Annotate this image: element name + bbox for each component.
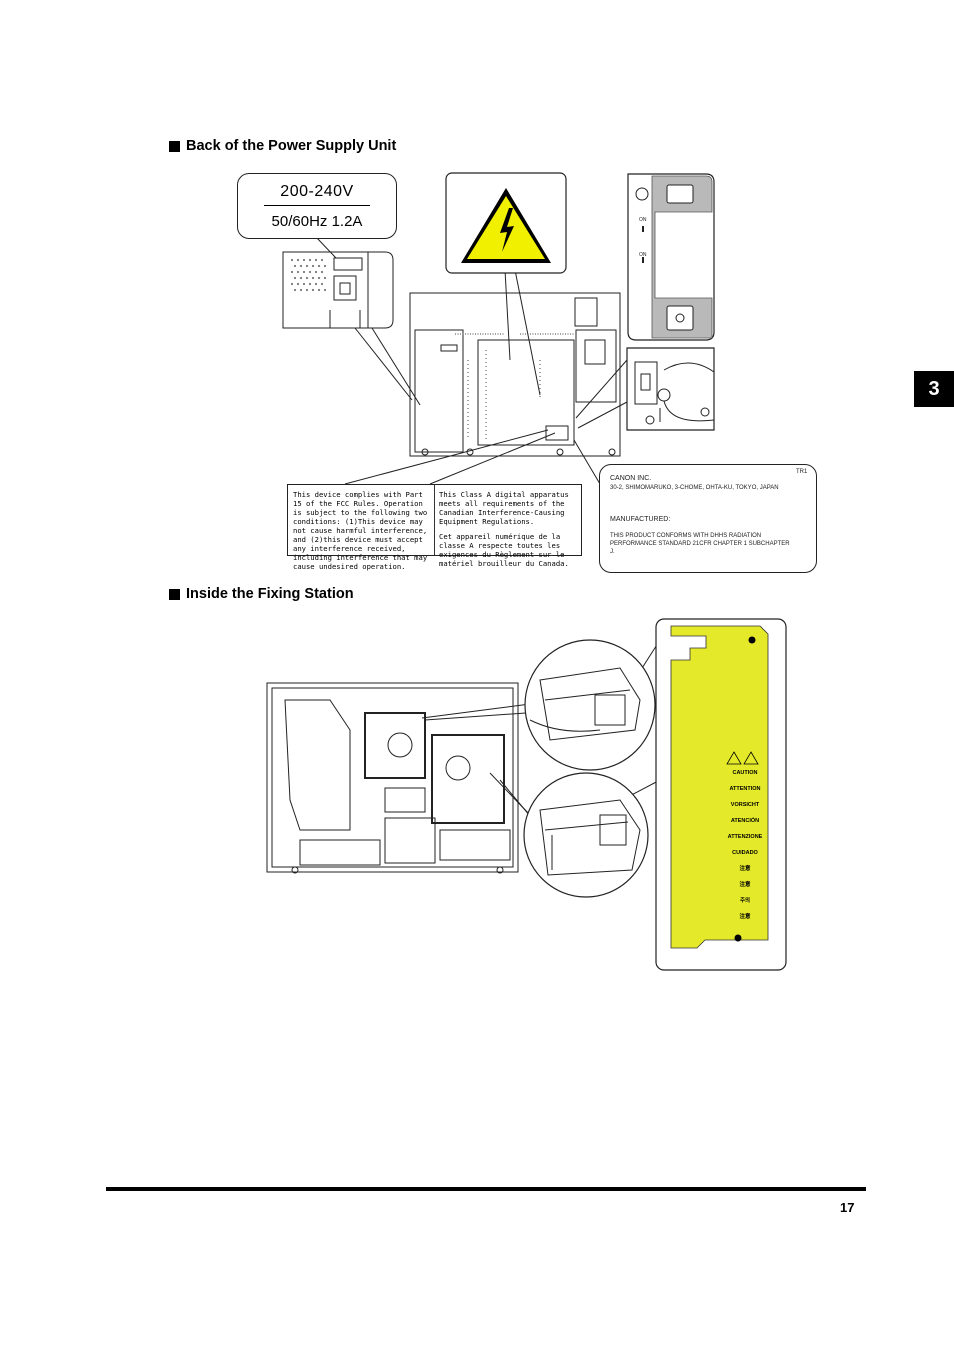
unit-foot (556, 448, 564, 456)
caution-word: CUIDADO (732, 850, 758, 856)
switch-inset (282, 251, 394, 329)
caution-word: ATTENZIONE (727, 834, 763, 840)
lightning-bolt-icon (500, 208, 514, 252)
page-number: 17 (840, 1200, 855, 1215)
caution-word: VORSICHT (730, 802, 760, 808)
unit-vent (584, 339, 606, 365)
unit-center-panel (477, 339, 575, 446)
unit-vent-pattern (455, 333, 575, 440)
label-code: TR1 (796, 469, 808, 475)
hot-surface-icon (743, 751, 759, 765)
breaker-switch (640, 373, 651, 391)
unit-handle (574, 297, 598, 327)
light-switch (666, 305, 694, 331)
company-address: 30-2, SHIMOMARUKO, 3-CHOME, OHTA-KU, TOK… (610, 485, 779, 491)
fcc-left-text: This device complies with Part 15 of the… (293, 490, 428, 571)
section-heading-fixing-station: Inside the Fixing Station (169, 586, 354, 602)
fixing-zoom-inset-2 (523, 772, 649, 898)
heading-text: Inside the Fixing Station (186, 586, 354, 602)
chapter-tab: 3 (914, 371, 954, 407)
voltage-plate (333, 257, 363, 271)
caution-word: ATTENTION (729, 786, 761, 792)
lamp-icon (675, 313, 685, 323)
caution-word: 주의 (739, 898, 751, 904)
voltage-rating-label: 200-240V 50/60Hz 1.2A (237, 173, 397, 239)
power-switch-rocker (339, 282, 351, 295)
power-unit-outline (409, 292, 621, 457)
caution-word: 注意 (739, 882, 751, 888)
unit-slot (440, 344, 458, 352)
fcc-canada-en-text: This Class A digital apparatus meets all… (439, 490, 569, 526)
unit-right-panel (575, 329, 617, 403)
fixing-knob-2 (445, 755, 471, 781)
interior-left-assembly (284, 699, 351, 831)
caution-word: ATENCIÓN (730, 818, 760, 824)
conformity-statement: THIS PRODUCT CONFORMS WITH DHHS RADIATIO… (610, 533, 790, 555)
unit-socket (545, 425, 569, 441)
speaker-grille (290, 258, 327, 292)
power-switch (333, 275, 357, 301)
fixing-unit-drawing-2 (539, 799, 641, 876)
unit-foot (421, 448, 429, 456)
caution-word: 注意 (739, 914, 751, 920)
footer-rule (106, 1187, 866, 1191)
unit-foot (608, 448, 616, 456)
interior-lower-panel (384, 787, 426, 813)
caution-words-list: CAUTION ATTENTION VORSICHT ATENCIÓN ATTE… (715, 752, 775, 930)
caution-triangle-icon (726, 751, 742, 765)
fcc-canada-fr-text: Cet appareil numérique de la classe A re… (439, 532, 569, 568)
voltage-divider (264, 205, 370, 206)
breaker-housing (634, 361, 658, 405)
section-heading-power-supply: Back of the Power Supply Unit (169, 138, 396, 154)
manufacturer-label: TR1 CANON INC. 30-2, SHIMOMARUKO, 3-CHOM… (599, 464, 817, 573)
fixing-knob-1 (387, 732, 413, 758)
unit-left-panel (414, 329, 464, 453)
switch-on-label: ON (639, 217, 647, 223)
fixing-unit-highlight-1 (364, 712, 426, 779)
leader-lines (344, 269, 628, 485)
caution-word: CAUTION (732, 770, 758, 776)
bullet-square-icon (169, 588, 180, 600)
switch-panel-badge-icon (635, 187, 649, 201)
switch-on-label: ON (639, 252, 647, 258)
bullet-square-icon (169, 140, 180, 152)
chapter-number: 3 (928, 377, 940, 400)
caution-label-yellow (670, 625, 769, 949)
heading-text: Back of the Power Supply Unit (186, 138, 397, 154)
voltage-text: 200-240V (280, 183, 354, 200)
main-power-switch (666, 184, 694, 204)
socket-inset (626, 347, 715, 431)
fixing-unit-highlight-2 (431, 734, 505, 824)
fcc-divider (434, 485, 435, 555)
manufactured-label: MANUFACTURED: (610, 516, 671, 523)
company-name: CANON INC. (610, 475, 652, 482)
fixing-unit-drawing-1 (539, 667, 641, 741)
machine-interior-outline (266, 682, 519, 873)
caution-word: 注意 (739, 866, 751, 872)
rating-text: 50/60Hz 1.2A (271, 213, 363, 230)
fcc-compliance-label: This device complies with Part 15 of the… (287, 484, 582, 571)
